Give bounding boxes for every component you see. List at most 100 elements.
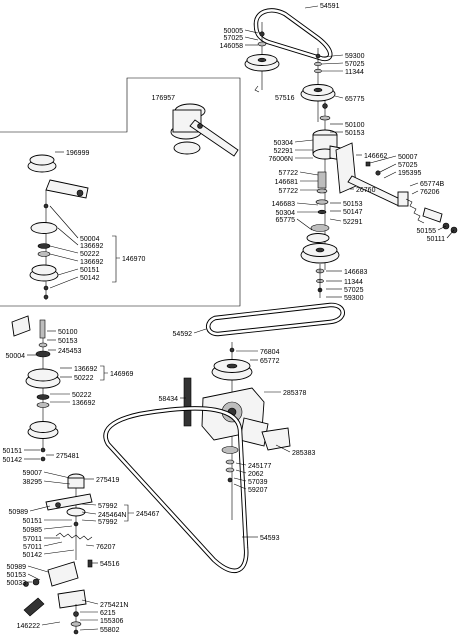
callout-245177: 245177 xyxy=(248,463,271,470)
callout-57039: 57039 xyxy=(248,479,268,486)
callout-245464n: 245464N xyxy=(98,512,126,519)
callout-50151: 50151 xyxy=(3,448,23,455)
callout-275421n: 275421N xyxy=(100,602,128,609)
callout-65775: 65775 xyxy=(345,96,365,103)
callout-50007: 50007 xyxy=(398,154,418,161)
callout-50153: 50153 xyxy=(7,572,27,579)
callout-57011: 57011 xyxy=(23,544,42,551)
callout-11344: 11344 xyxy=(344,279,363,286)
callout-136692: 136692 xyxy=(80,259,103,266)
callout-54593: 54593 xyxy=(260,535,280,542)
callout-50222: 50222 xyxy=(74,375,94,382)
callout-59207: 59207 xyxy=(248,487,268,494)
callout-245467: 245467 xyxy=(136,511,159,518)
callout-50004: 50004 xyxy=(6,353,26,360)
callout-59007: 59007 xyxy=(23,470,43,477)
callout-50153: 50153 xyxy=(58,338,78,345)
callout-57025: 57025 xyxy=(345,61,365,68)
callout-245453: 245453 xyxy=(58,348,81,355)
belt-54593 xyxy=(103,406,249,573)
callout-57516: 57516 xyxy=(275,95,295,102)
callout-50304: 50304 xyxy=(276,210,296,217)
callout-146970: 146970 xyxy=(122,256,145,263)
callout-76207: 76207 xyxy=(96,544,116,551)
callout-54592: 54592 xyxy=(173,331,193,338)
callout-76206: 76206 xyxy=(420,189,440,196)
callout-65772: 65772 xyxy=(260,358,280,365)
pulley-65775-top xyxy=(300,48,336,122)
callout-54591: 54591 xyxy=(320,3,340,10)
belt-54592 xyxy=(206,302,345,337)
callout-50004: 50004 xyxy=(80,236,100,243)
leader-lines xyxy=(24,5,455,631)
callout-275419: 275419 xyxy=(96,477,119,484)
callout-176957: 176957 xyxy=(152,95,175,102)
callout-11344: 11344 xyxy=(345,69,364,76)
callout-146058: 146058 xyxy=(220,43,243,50)
callout-57025: 57025 xyxy=(344,287,364,294)
pulley-146058 xyxy=(244,22,280,93)
callout-50142: 50142 xyxy=(80,275,100,282)
callout-58434: 58434 xyxy=(159,396,179,403)
callout-275481: 275481 xyxy=(56,453,79,460)
callout-76006n: 76006N xyxy=(268,156,293,163)
callout-50153: 50153 xyxy=(343,201,363,208)
callout-195395: 195395 xyxy=(398,170,421,177)
callout-146683: 146683 xyxy=(272,201,295,208)
callout-26760: 26760 xyxy=(356,187,376,194)
callout-38295: 38295 xyxy=(23,479,43,486)
callout-146969: 146969 xyxy=(110,371,133,378)
callout-50153: 50153 xyxy=(345,130,365,137)
callout-50033: 50033 xyxy=(7,580,27,587)
callout-54516: 54516 xyxy=(100,561,120,568)
callout-2062: 2062 xyxy=(248,471,264,478)
callout-6215: 6215 xyxy=(100,610,116,617)
callout-57992: 57992 xyxy=(98,503,118,510)
callout-136692: 136692 xyxy=(80,243,103,250)
callout-57025: 57025 xyxy=(224,35,244,42)
callout-50304: 50304 xyxy=(274,140,294,147)
callout-65775: 65775 xyxy=(276,217,296,224)
gearbox-285378 xyxy=(183,342,291,520)
pulley-stack-146970 xyxy=(27,154,89,300)
callout-50147: 50147 xyxy=(343,209,363,216)
callout-50100: 50100 xyxy=(58,329,78,336)
callout-136692: 136692 xyxy=(72,400,95,407)
callout-146662: 146662 xyxy=(364,153,387,160)
callout-50989: 50989 xyxy=(7,564,27,571)
callout-50222: 50222 xyxy=(72,392,92,399)
callout-65774b: 65774B xyxy=(420,181,444,188)
callout-52291: 52291 xyxy=(343,219,363,226)
callout-76804: 76804 xyxy=(260,349,280,356)
belt-54591 xyxy=(253,8,333,62)
callout-50142: 50142 xyxy=(3,457,23,464)
callout-50005: 50005 xyxy=(224,28,244,35)
callout-136692: 136692 xyxy=(74,366,97,373)
inset-frame xyxy=(0,77,241,307)
callout-50985: 50985 xyxy=(23,527,43,534)
callout-50155: 50155 xyxy=(417,228,437,235)
callout-57722: 57722 xyxy=(279,188,299,195)
callout-50222: 50222 xyxy=(80,251,100,258)
callout-50111: 50111 xyxy=(427,236,446,243)
callout-57011: 57011 xyxy=(23,536,42,543)
callout-59300: 59300 xyxy=(344,295,364,302)
pulley-stack-146969 xyxy=(11,315,61,462)
callout-50989: 50989 xyxy=(9,509,29,516)
callout-146681: 146681 xyxy=(275,179,298,186)
callout-55802: 55802 xyxy=(100,627,120,634)
callout-50142: 50142 xyxy=(23,552,43,559)
callout-196999: 196999 xyxy=(66,150,89,157)
callout-52291: 52291 xyxy=(274,148,294,155)
callout-285383: 285383 xyxy=(292,450,315,457)
pulley-65775-lower xyxy=(300,224,340,298)
callout-labels: 54591 50005 57025 146058 59300 57025 113… xyxy=(3,3,446,634)
callout-146683: 146683 xyxy=(344,269,367,276)
callout-57992: 57992 xyxy=(98,519,118,526)
idler-176957 xyxy=(170,103,239,157)
callout-50100: 50100 xyxy=(345,122,365,129)
callout-57722: 57722 xyxy=(279,170,299,177)
callout-285378: 285378 xyxy=(283,390,306,397)
callout-50151: 50151 xyxy=(23,518,43,525)
